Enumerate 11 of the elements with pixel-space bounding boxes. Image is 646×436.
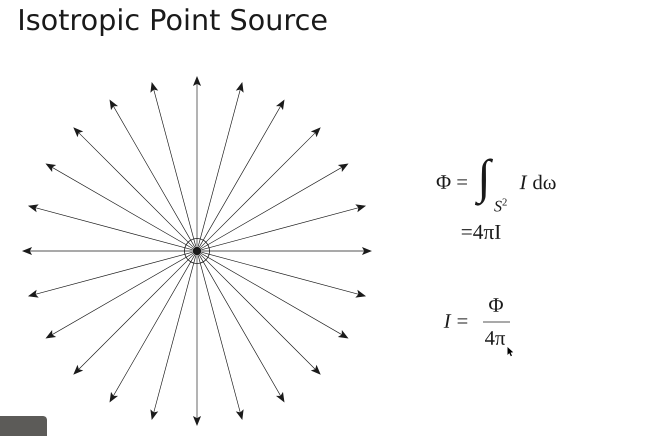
integral-sign: ∫ (474, 158, 493, 206)
slide-title: Isotropic Point Source (20, 8, 326, 36)
denominator: 4π (485, 331, 506, 345)
source-circle (184, 238, 210, 264)
formula-text: =4πI (462, 224, 501, 240)
formula-text: I dω (520, 174, 556, 190)
formula-text: I = (444, 314, 468, 328)
formula-text: Φ = (436, 175, 467, 189)
source-dot (192, 246, 202, 256)
numerator: Φ (489, 298, 503, 312)
integral-limit: S$^{2}$ (494, 198, 507, 212)
